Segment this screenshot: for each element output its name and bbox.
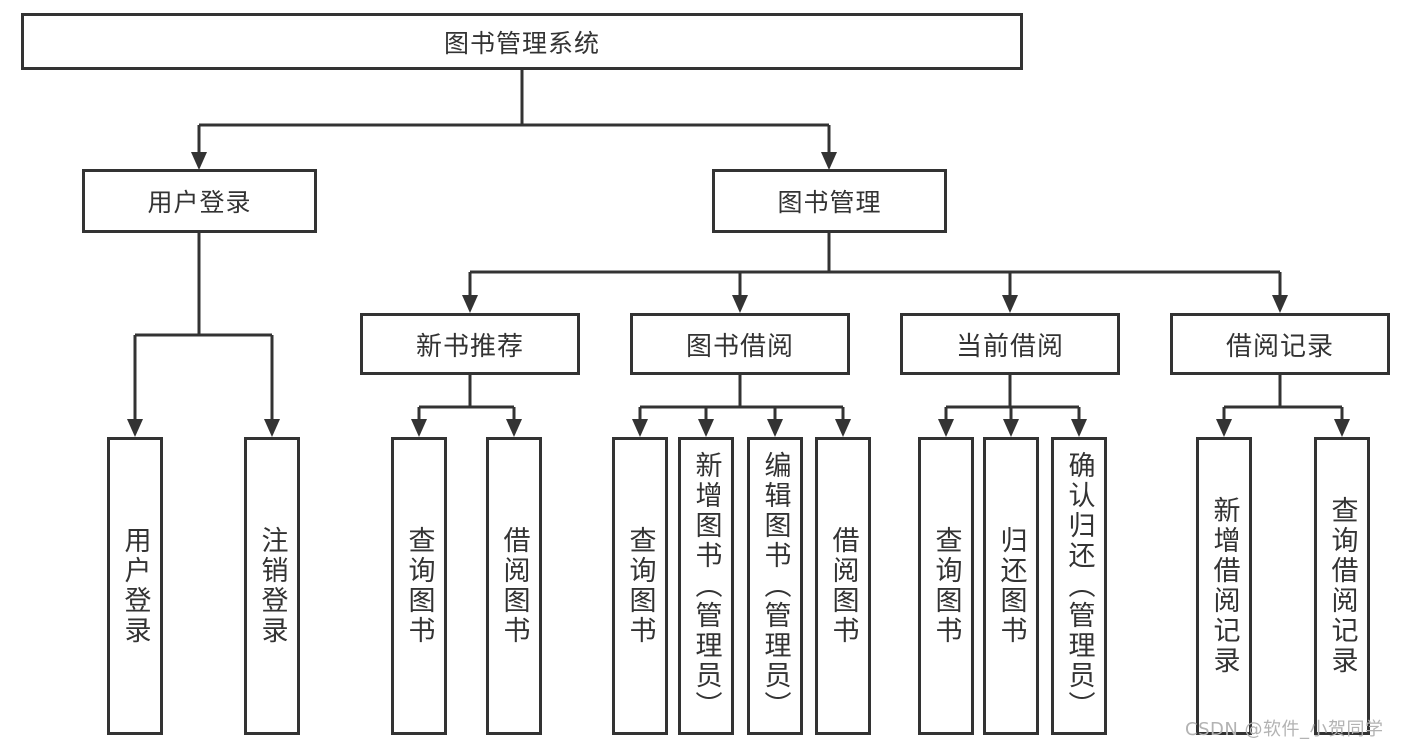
node-current-borrowing: 当前借阅 bbox=[900, 313, 1120, 375]
csdn-watermark: CSDN @软件_小贺同学 bbox=[1185, 719, 1384, 740]
leaf-confirm-return-admin: 确认归还（管理员） bbox=[1051, 437, 1107, 735]
node-book-borrowing: 图书借阅 bbox=[630, 313, 850, 375]
node-label: 用户登录 bbox=[119, 526, 151, 646]
node-label: 图书借阅 bbox=[685, 331, 794, 362]
leaf-query-books-recommend: 查询图书 bbox=[391, 437, 447, 735]
leaf-edit-books-admin: 编辑图书（管理员） bbox=[747, 437, 803, 735]
leaf-query-borrow-record: 查询借阅记录 bbox=[1314, 437, 1370, 735]
leaf-query-books-current: 查询图书 bbox=[918, 437, 974, 735]
node-book-management-branch: 图书管理 bbox=[712, 169, 947, 233]
node-label: 注销登录 bbox=[256, 526, 288, 646]
leaf-query-books-borrowing: 查询图书 bbox=[612, 437, 668, 735]
node-label: 查询借阅记录 bbox=[1326, 496, 1358, 676]
node-label: 新增图书（管理员） bbox=[690, 451, 722, 721]
leaf-add-borrow-record: 新增借阅记录 bbox=[1196, 437, 1252, 735]
node-root-library-system: 图书管理系统 bbox=[21, 13, 1023, 70]
leaf-return-books: 归还图书 bbox=[983, 437, 1039, 735]
node-label: 新增借阅记录 bbox=[1208, 496, 1240, 676]
leaf-logout: 注销登录 bbox=[244, 437, 300, 735]
leaf-add-books-admin: 新增图书（管理员） bbox=[678, 437, 734, 735]
node-label: 查询图书 bbox=[930, 526, 962, 646]
node-label: 新书推荐 bbox=[415, 331, 524, 362]
node-label: 图书管理系统 bbox=[443, 28, 600, 58]
node-label: 借阅记录 bbox=[1225, 331, 1334, 362]
node-label: 编辑图书（管理员） bbox=[759, 451, 791, 721]
node-borrowing-records: 借阅记录 bbox=[1170, 313, 1390, 375]
leaf-borrow-books-recommend: 借阅图书 bbox=[486, 437, 542, 735]
node-label: 查询图书 bbox=[403, 526, 435, 646]
node-label: 查询图书 bbox=[624, 526, 656, 646]
node-new-book-recommendation: 新书推荐 bbox=[360, 313, 580, 375]
leaf-borrow-books: 借阅图书 bbox=[815, 437, 871, 735]
node-label: 确认归还（管理员） bbox=[1063, 451, 1095, 721]
node-label: 借阅图书 bbox=[827, 526, 859, 646]
node-user-login-branch: 用户登录 bbox=[82, 169, 317, 233]
node-label: 当前借阅 bbox=[955, 331, 1064, 362]
node-label: 借阅图书 bbox=[498, 526, 530, 646]
node-label: 用户登录 bbox=[147, 188, 252, 217]
node-label: 归还图书 bbox=[995, 526, 1027, 646]
leaf-user-login: 用户登录 bbox=[107, 437, 163, 735]
node-label: 图书管理 bbox=[777, 188, 882, 217]
